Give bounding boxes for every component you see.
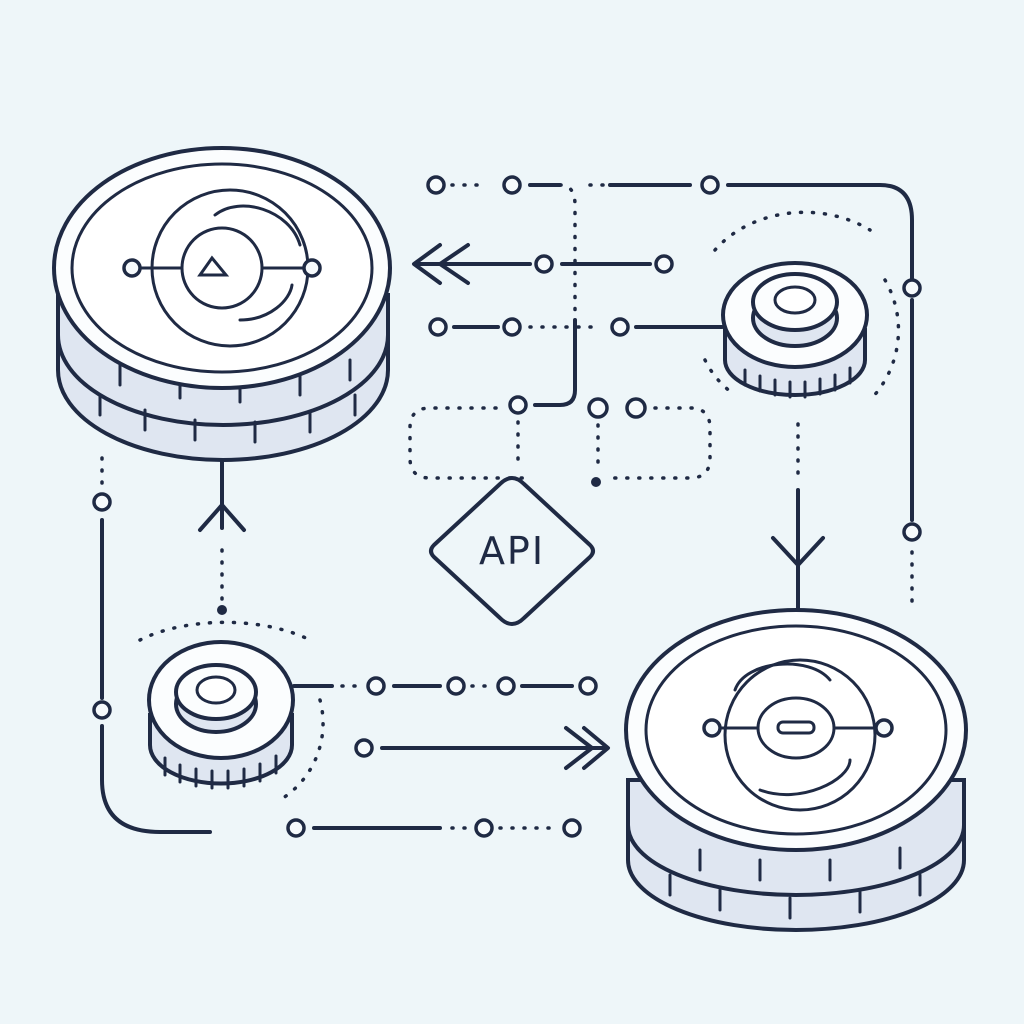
arrow-down-icon — [771, 536, 825, 567]
arrow-right-icon — [564, 726, 594, 770]
arrow-left-icon — [412, 243, 442, 285]
small-coin-top-right — [703, 210, 901, 402]
arrow-up-icon — [198, 503, 246, 532]
small-coin-bottom-left — [138, 620, 325, 802]
connector-bottom-row-1 — [292, 676, 598, 696]
connector-vertical-center — [508, 318, 577, 462]
connector-arrow-left — [412, 243, 674, 285]
api-label: API — [479, 529, 545, 573]
connector-middle-row — [428, 317, 724, 337]
dotted-loop-right — [587, 397, 712, 487]
connector-bottom-row-2 — [286, 818, 582, 838]
large-coin-stack-bottom-right — [624, 608, 968, 932]
dotted-loop-left — [408, 406, 532, 480]
connector-arrow-right — [354, 726, 610, 770]
api-badge: API — [429, 476, 595, 626]
connector-top-row — [426, 175, 922, 612]
connector-left-vertical — [92, 456, 212, 834]
connector-arrow-up — [198, 460, 246, 615]
connector-arrow-down — [771, 422, 825, 612]
large-coin-stack-top-left — [52, 146, 392, 462]
